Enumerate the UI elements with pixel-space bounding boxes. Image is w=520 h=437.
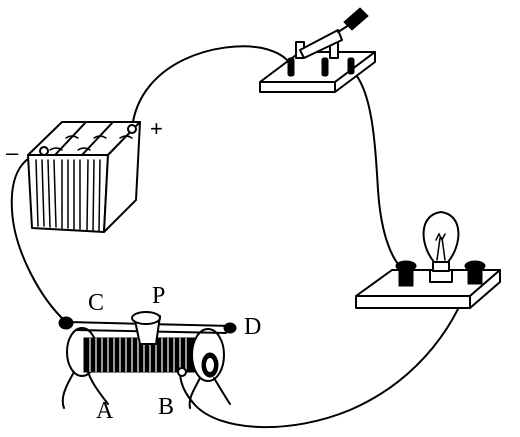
wires [10, 45, 473, 429]
bulb-board-front [355, 295, 471, 309]
switch-clip-right [321, 57, 329, 77]
rheostat-right-legs [188, 377, 231, 409]
rheostat-left-legs [61, 371, 109, 409]
label-p: P [152, 283, 165, 309]
switch-terminal-right [347, 57, 355, 75]
switch-base-side [334, 51, 376, 93]
rheostat-terminal-d [223, 322, 237, 334]
knife-switch[interactable] [259, 7, 376, 93]
rheostat-terminal-b [177, 367, 187, 377]
switch-blade [299, 29, 343, 59]
bulb-terminal-left [398, 265, 414, 287]
bulb-base [432, 261, 450, 272]
label-minus: – [6, 140, 19, 165]
label-a: A [96, 398, 114, 424]
battery [27, 121, 141, 233]
switch-base-front [259, 81, 336, 93]
switch-clip-left [287, 57, 295, 77]
label-plus: + [150, 116, 163, 141]
wire-bulb-to-rheostat-b [179, 271, 473, 429]
wire-switch-to-bulb [351, 69, 407, 273]
wire-battery-minus-to-rheostat-c [10, 151, 67, 323]
battery-terminal-minus [39, 146, 49, 156]
label-c: C [88, 290, 104, 316]
sliding-rheostat[interactable] [58, 311, 237, 409]
bulb-terminal-right [467, 265, 483, 285]
switch-handle [343, 7, 369, 31]
bulb-filament [435, 232, 446, 261]
wire-battery-plus-to-switch [131, 45, 294, 129]
label-b: B [158, 394, 174, 420]
bulb-assembly [355, 211, 501, 309]
label-d: D [244, 314, 261, 340]
bulb-board-side [469, 269, 501, 309]
battery-terminal-plus [127, 124, 137, 134]
rheostat-terminal-c [58, 316, 74, 330]
